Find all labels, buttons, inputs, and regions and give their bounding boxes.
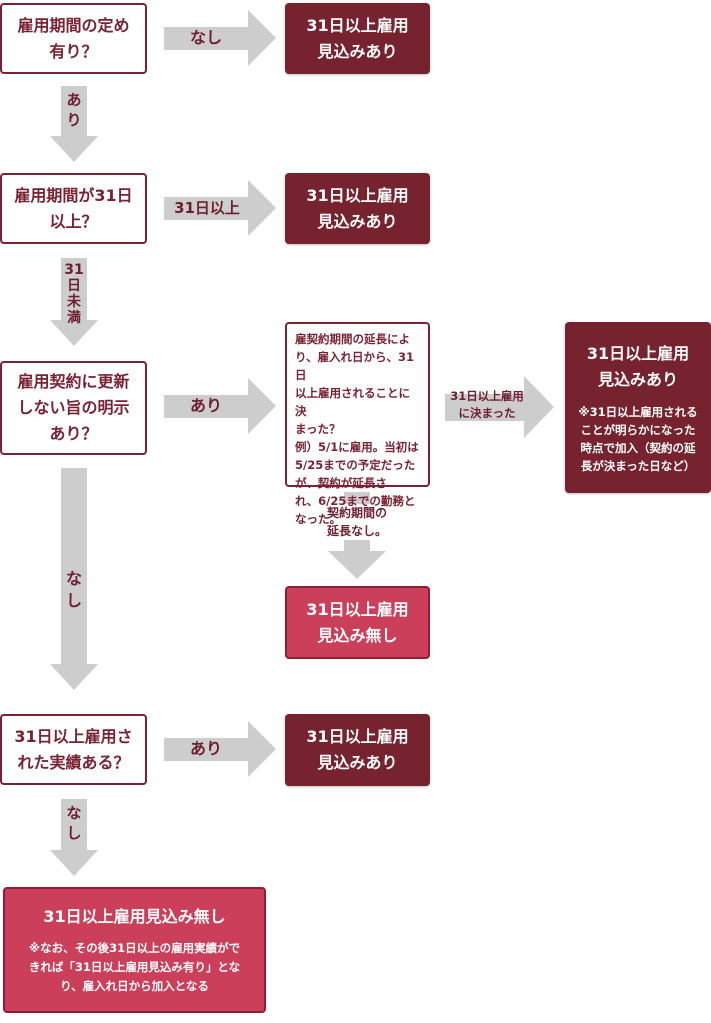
label-q3-no: なし (65, 569, 82, 610)
label-q1-no: なし (189, 28, 222, 47)
label-q2-under31: 31 日 未 満 (64, 262, 84, 326)
note-line: なった。 (295, 512, 341, 526)
result-note-line: り、雇入れ日から加入となる (60, 978, 209, 993)
arrow-right-q2 (164, 180, 276, 236)
question-line: 雇用契約に更新 (17, 372, 130, 391)
result-title: 31日以上雇用見込み無し (43, 906, 226, 926)
result-expected-extension: 31日以上雇用 見込みあり ※31日以上雇用される ことが明らかになった 時点で… (565, 322, 711, 493)
result-note-line: 時点で加入（契約の延 (580, 440, 696, 455)
question-line: 雇用期間の定め (17, 15, 130, 35)
question-line: 有り？ (49, 41, 98, 61)
note-line: が、契約が延長さ (295, 476, 387, 490)
question-line: 31日以上雇用さ (14, 726, 133, 746)
arrow-down-q4 (50, 799, 98, 876)
question-no-renewal: 雇用契約に更新 しない旨の明示 あり？ (0, 361, 147, 455)
result-line: 31日以上雇用 (586, 343, 690, 363)
label-q1-yes: あり (66, 91, 82, 129)
label-q4-yes: あり (189, 739, 222, 758)
arrow-right-q1 (164, 10, 276, 66)
label-note-decided: 31日以上雇用 に決まった (450, 389, 524, 420)
question-31-days: 雇用期間が31日 以上？ (0, 173, 147, 244)
note-line: 例）5/1に雇用。当初は (295, 440, 419, 454)
result-not-expected-2: 31日以上雇用見込み無し ※なお、その後31日以上の雇用実績がで きれば「31日… (3, 887, 266, 1013)
label-q4-no: なし (66, 804, 82, 842)
note-line: 以上雇用されることに決 (295, 386, 410, 418)
result-line: 31日以上雇用 (306, 185, 409, 205)
result-note-line: ことが明らかになった (580, 422, 696, 437)
result-line: 見込みあり (317, 211, 398, 231)
question-line: 以上？ (49, 211, 98, 231)
arrow-down-q2 (50, 258, 98, 346)
result-line: 見込みあり (317, 753, 398, 772)
result-line: 31日以上雇用 (306, 15, 409, 35)
question-fixed-term: 雇用期間の定め 有り？ (0, 3, 147, 74)
result-line: 31日以上雇用 (306, 727, 409, 746)
result-note-line: ※31日以上雇用される (578, 404, 698, 419)
result-expected-1: 31日以上雇用 見込みあり (285, 3, 430, 74)
arrow-right-q3 (164, 378, 276, 434)
result-note-line: 長が決まった日など） (580, 458, 696, 473)
note-line: 雇契約期間の延長によ (295, 332, 410, 346)
label-note-no-extension: 契約期間の 延長なし。 (310, 504, 404, 540)
result-expected-3: 31日以上雇用 見込みあり (285, 714, 430, 786)
label-q3-yes: あり (189, 396, 222, 415)
result-expected-2: 31日以上雇用 見込みあり (285, 173, 430, 244)
note-line: 5/25までの予定だった (295, 458, 416, 472)
note-line: まった？ (295, 422, 341, 436)
question-line: 雇用期間が31日 (14, 185, 133, 205)
arrow-down-q1 (50, 86, 98, 162)
label-q2-31plus: 31日以上 (174, 199, 240, 217)
question-line: しない旨の明示 (17, 398, 130, 417)
result-note-line: ※なお、その後31日以上の雇用実績がで (28, 940, 241, 955)
result-note: ※なお、その後31日以上の雇用実績がで きれば「31日以上雇用見込み有り」とな … (19, 939, 250, 996)
note-line: れ、6/25までの勤務と (295, 494, 416, 508)
question-line: あり？ (49, 424, 98, 443)
result-note-line: きれば「31日以上雇用見込み有り」とな (28, 959, 241, 974)
question-past-record: 31日以上雇用さ れた実績ある？ (0, 714, 147, 785)
result-not-expected-1: 31日以上雇用 見込み無し (285, 586, 430, 659)
arrow-down-q3 (50, 468, 98, 690)
arrow-right-note (445, 376, 554, 438)
result-note: ※31日以上雇用される ことが明らかになった 時点で加入（契約の延 長が決まった… (568, 403, 707, 475)
result-line: 見込みあり (597, 369, 678, 389)
result-line: 31日以上雇用 (306, 599, 409, 619)
result-line: 見込み無し (317, 625, 398, 645)
note-line: り、雇入れ日から、31日 (295, 350, 415, 382)
result-line: 見込みあり (317, 41, 398, 61)
question-line: れた実績ある？ (17, 752, 130, 772)
arrow-right-q4 (164, 721, 276, 777)
question-extension-note: 雇契約期間の延長によ り、雇入れ日から、31日 以上雇用されることに決 まった？… (285, 322, 430, 526)
